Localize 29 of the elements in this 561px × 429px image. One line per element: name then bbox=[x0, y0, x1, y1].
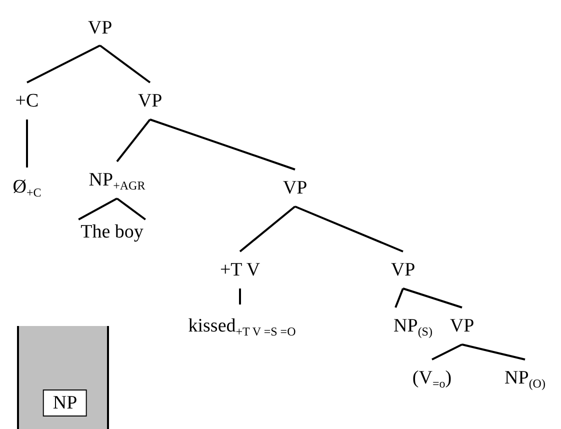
tree-branch bbox=[432, 344, 462, 360]
tree-node-label: VP bbox=[136, 82, 164, 120]
tree-node-label: +T V bbox=[218, 252, 262, 288]
tree-node-label: VP bbox=[448, 308, 476, 344]
tree-node-label: kissed$_{+T V =S =O}$ bbox=[186, 304, 298, 348]
tree-branch bbox=[294, 206, 404, 252]
tree-node-label: VP bbox=[86, 10, 114, 46]
tree-node-label: VP bbox=[388, 252, 418, 288]
tree-node-label: NP$_{(O)}$ bbox=[502, 360, 548, 396]
tree-node-label: VP bbox=[280, 170, 310, 206]
tree-branch bbox=[26, 44, 100, 84]
tree-branch bbox=[99, 44, 151, 84]
tree-branch bbox=[26, 120, 28, 168]
tree-node-label: NP$_{+AGR}$ bbox=[86, 162, 148, 198]
tree-branch bbox=[116, 118, 151, 162]
tree-node-label: Ø$_{+C}$ bbox=[10, 168, 44, 206]
tree-branch bbox=[239, 206, 296, 252]
tree-branch bbox=[150, 118, 296, 170]
tree-branch bbox=[462, 344, 526, 360]
tree-branch bbox=[402, 288, 462, 308]
tree-node-label: (V$_{=o}$) bbox=[410, 360, 454, 396]
tree-branch bbox=[239, 288, 241, 304]
container-drawing bbox=[17, 326, 109, 429]
label-box: NP bbox=[42, 390, 88, 416]
tree-node-label: +C bbox=[13, 82, 41, 120]
tree-branch bbox=[394, 288, 404, 308]
tree-node-label: The boy bbox=[78, 220, 146, 244]
triangle-branch bbox=[78, 198, 146, 220]
tree-node-label: NP$_{(S)}$ bbox=[392, 308, 434, 344]
